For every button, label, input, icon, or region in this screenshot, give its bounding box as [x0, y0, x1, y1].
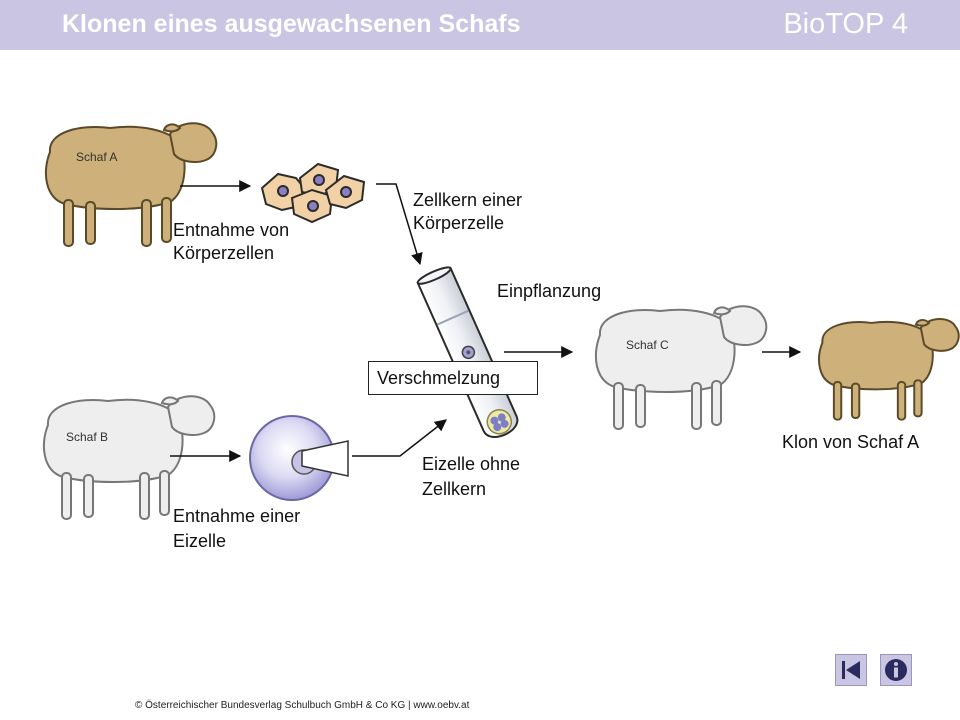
body-cells-illustration: [260, 162, 366, 224]
body-cell-nucleus-line1: Zellkern einer: [413, 190, 523, 210]
clone-label: Klon von Schaf A: [782, 432, 920, 452]
sheep-c-illustration: [594, 305, 768, 430]
implantation-label: Einpflanzung: [497, 281, 602, 301]
arrow-egg-to-tube: [352, 419, 447, 457]
extract-egg-line1: Entnahme einer: [173, 506, 301, 526]
copyright-footer: © Österreichischer Bundesverlag Schulbuc…: [135, 700, 470, 711]
back-to-start-icon: [842, 661, 860, 679]
sheep-a-label: Schaf A: [76, 150, 118, 164]
fusion-label-box: Verschmelzung: [368, 361, 538, 395]
body-cell-nucleus-line2: Körperzelle: [413, 213, 505, 233]
arrow-cells-to-tube: [376, 183, 423, 266]
extract-body-cells-line1: Entnahme von: [173, 220, 290, 240]
brand-logo: BioTOP 4: [783, 8, 908, 40]
sheep-b-label: Schaf B: [66, 430, 109, 444]
egg-cell-illustration: [249, 415, 349, 501]
extract-egg-line2: Eizelle: [173, 531, 227, 551]
sheep-b-illustration: [42, 395, 216, 520]
header-bar: [0, 0, 960, 50]
egg-without-nucleus-line2: Zellkern: [422, 479, 487, 499]
info-icon: [885, 659, 907, 681]
page-title: Klonen eines ausgewachsenen Schafs: [62, 10, 521, 38]
egg-without-nucleus-line1: Eizelle ohne: [422, 454, 521, 474]
info-button[interactable]: [880, 654, 912, 686]
clone-sheep-illustration: [818, 318, 960, 421]
extract-body-cells-line2: Körperzellen: [173, 243, 275, 263]
sheep-c-label: Schaf C: [626, 338, 669, 352]
back-to-start-button[interactable]: [835, 654, 867, 686]
